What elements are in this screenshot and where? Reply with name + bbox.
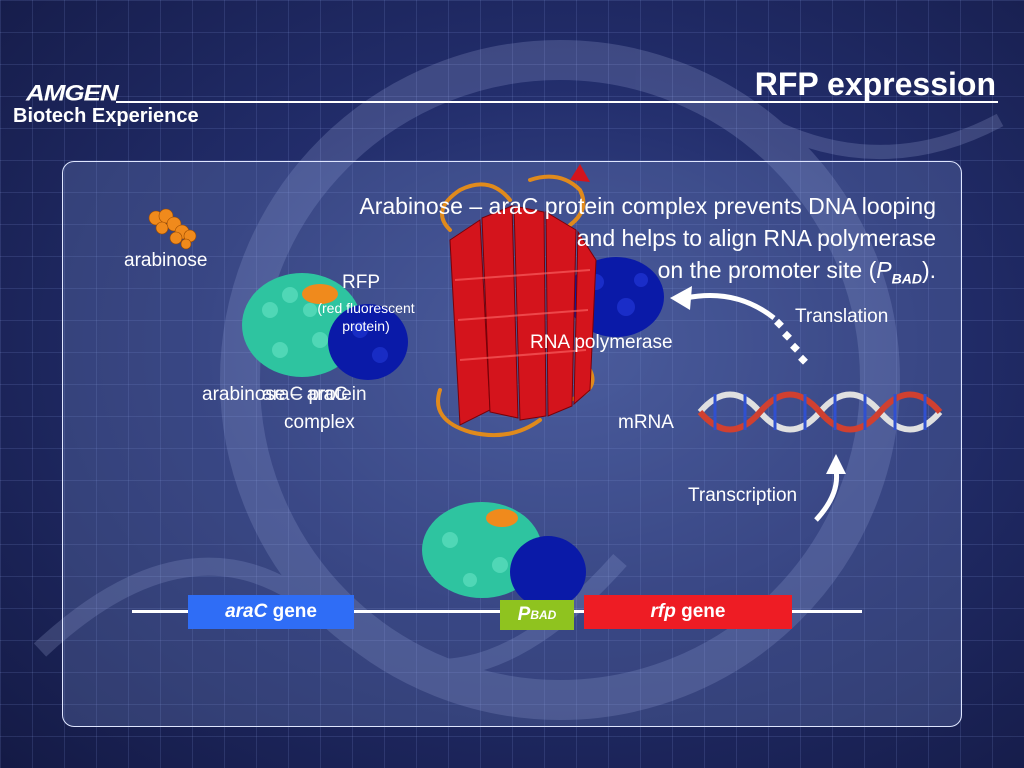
arac-protein-label: araC protein <box>262 384 367 405</box>
rfp-short-label: RFP <box>342 272 380 293</box>
amgen-logo: AMGEN <box>26 80 119 106</box>
complex-label-line1: arabinose – araC <box>202 384 348 405</box>
description-line3: on the promoter site (PBAD). <box>657 257 936 287</box>
description-text: Arabinose – araC protein complex prevent… <box>262 190 936 295</box>
header-rule <box>116 101 998 103</box>
rfp-full-label-line2: protein) <box>342 318 390 334</box>
dna-line <box>132 610 862 613</box>
complex-label-line2: complex <box>284 412 355 433</box>
translation-label: Translation <box>795 306 889 327</box>
rfp-protein-structure-icon <box>436 164 597 438</box>
description-line2: and helps to align RNA polymerase <box>576 225 936 251</box>
description-line1: Arabinose – araC protein complex prevent… <box>359 193 936 219</box>
rna-polymerase-label: RNA polymerase <box>530 332 673 353</box>
rfp-gene-box: rfp gene <box>584 595 792 629</box>
transcription-arrow-icon <box>814 454 846 522</box>
arac-complex-molecule-icon <box>242 273 408 380</box>
rfp-full-label-line1: (red fluorescent <box>317 300 415 316</box>
arabinose-label: arabinose <box>124 250 208 271</box>
translation-arrow-icon <box>670 286 808 365</box>
mrna-label: mRNA <box>618 412 674 433</box>
brand-subtitle: Biotech Experience <box>13 105 199 127</box>
arac-gene-box: araC gene <box>188 595 354 629</box>
mrna-helix-icon <box>697 391 943 433</box>
page-title: RFP expression <box>754 66 996 102</box>
transcription-label: Transcription <box>688 485 798 506</box>
promoter-complex-molecule-icon <box>422 502 586 608</box>
arabinose-molecule-icon <box>148 208 197 250</box>
